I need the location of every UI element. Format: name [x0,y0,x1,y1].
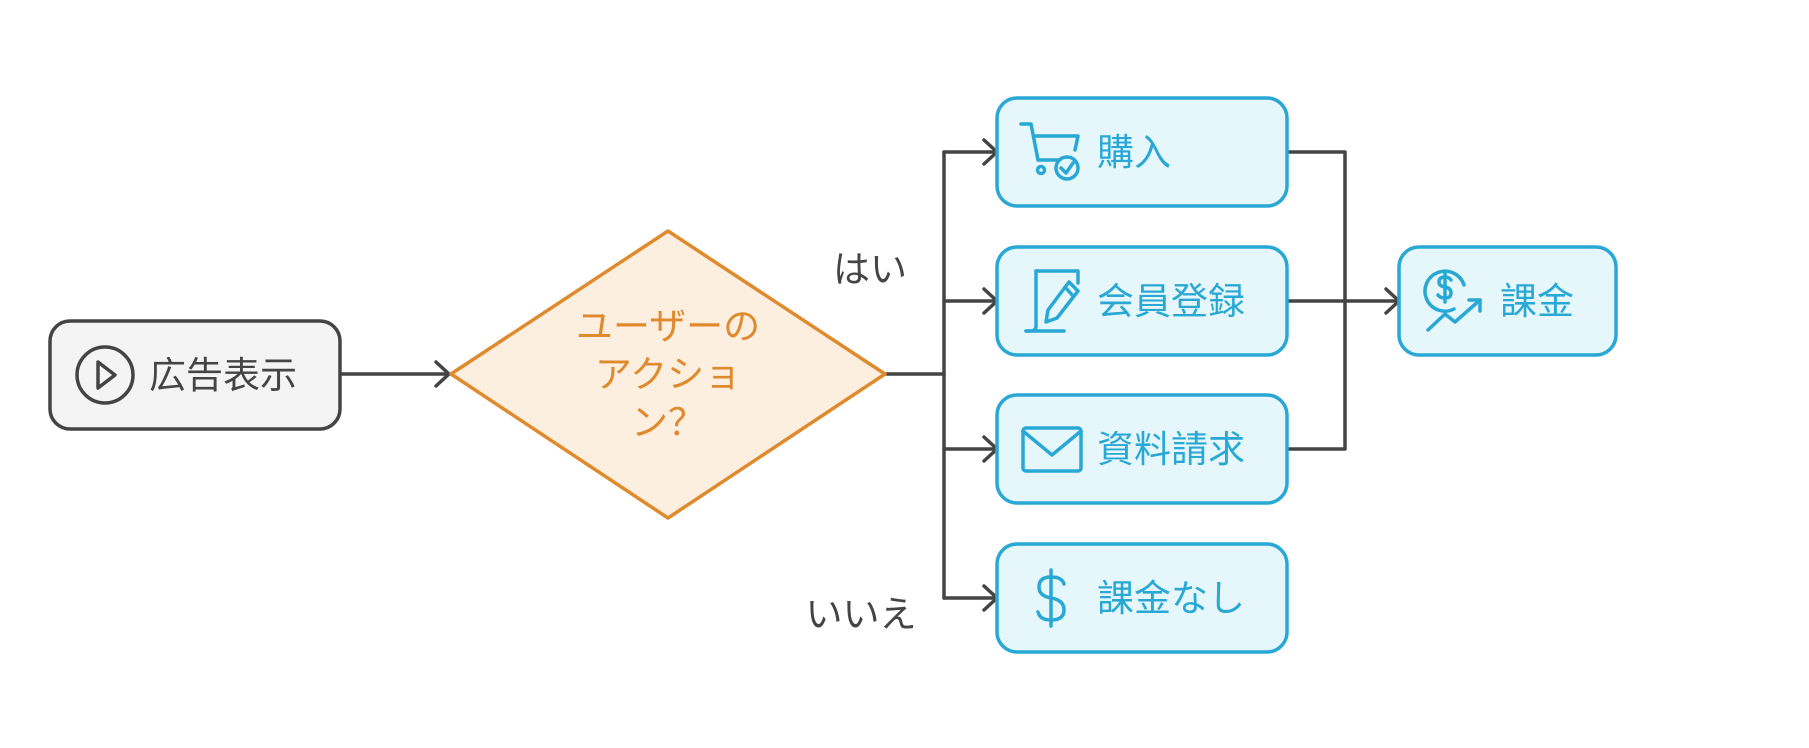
node-no-charge: 課金なし [995,542,1289,654]
decision-line-2: アクショ [595,353,741,396]
node-register: 会員登録 [995,245,1289,357]
node-no-charge-label: 課金なし [1097,577,1245,620]
node-charge: 課金 [1397,245,1618,357]
node-purchase-label: 購入 [1097,131,1171,174]
node-start: 広告表示 [48,319,342,431]
arrowhead [434,360,451,388]
edge-label-no: いいえ [806,593,917,636]
node-register-label: 会員登録 [1097,280,1245,323]
play-circle-icon [75,345,135,405]
edge-label-yes: はい [833,248,907,291]
decision-line-1: ユーザーの [576,305,760,348]
edges [339,138,1401,612]
cart-check-icon [1019,122,1080,181]
node-decision: ユーザーの アクショ ン？ [449,229,887,520]
node-request: 資料請求 [995,393,1289,505]
decision-line-3: ン？ [631,401,705,444]
node-purchase: 購入 [995,96,1289,208]
envelope-icon [1021,426,1083,473]
money-growth-icon [1423,269,1482,332]
node-request-label: 資料請求 [1097,428,1245,471]
node-charge-label: 課金 [1500,280,1574,323]
document-pen-icon [1024,269,1080,333]
dollar-icon [1036,568,1066,628]
node-start-label: 広告表示 [149,354,297,397]
